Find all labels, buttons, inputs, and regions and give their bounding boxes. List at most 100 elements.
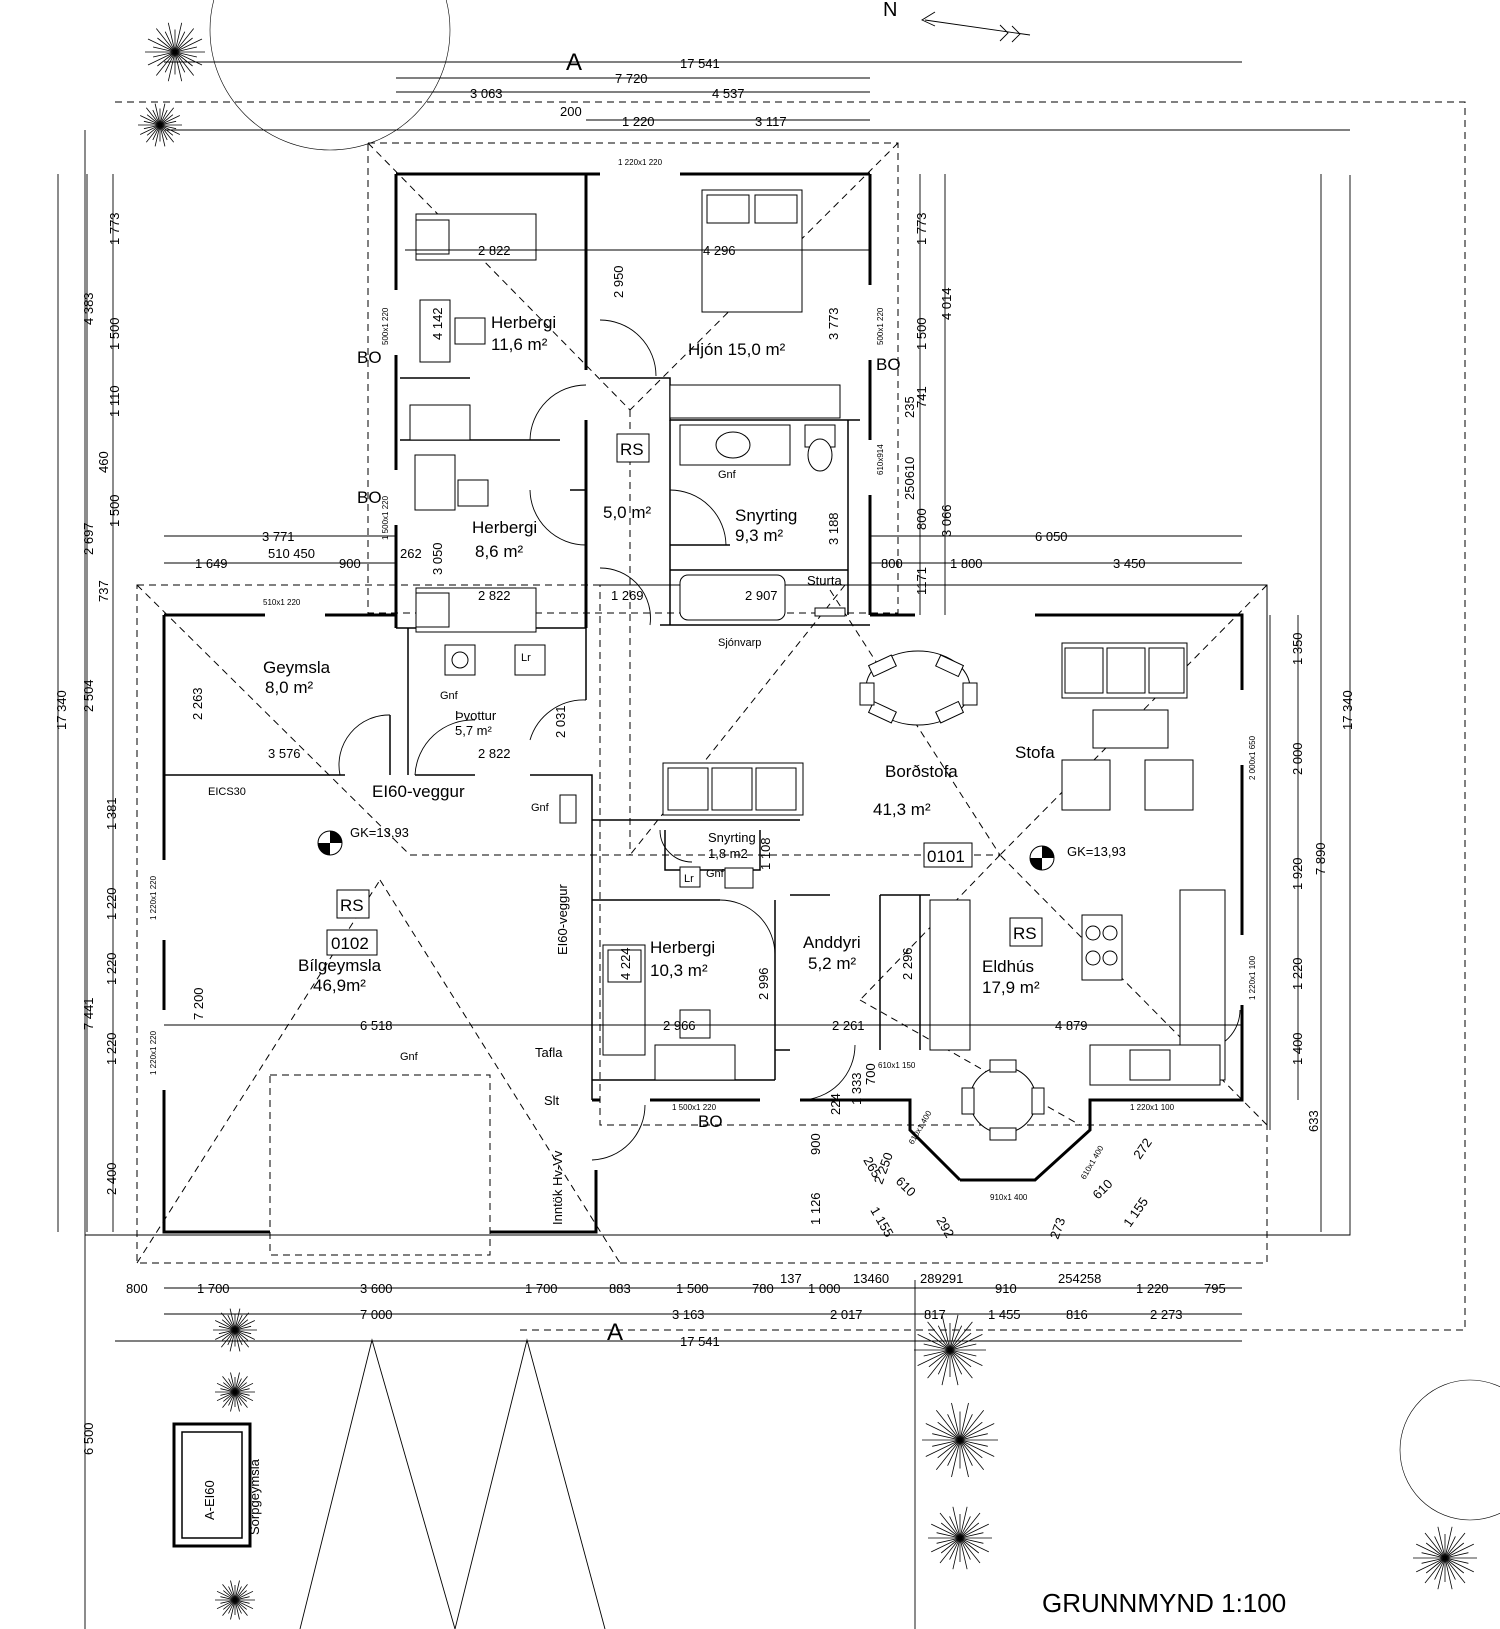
window-bay3: 610x1 400: [1079, 1144, 1106, 1181]
dim-right-235: 235: [902, 396, 917, 418]
room-hall: 5,0 m²: [603, 503, 652, 522]
room-thvottur-area: 5,7 m²: [455, 723, 493, 738]
dim-1155b: 1 155: [1120, 1194, 1151, 1229]
dimension-lines: [57, 61, 1322, 1342]
tree-icon: [922, 1402, 998, 1478]
dim-right-1400: 1 400: [1290, 1032, 1305, 1065]
dim-700: 700: [863, 1063, 878, 1085]
label-lr2: Lr: [684, 873, 694, 885]
window-top: 1 220x1 220: [618, 158, 663, 167]
room-herbergi2-name: Herbergi: [472, 518, 537, 537]
label-lr1: Lr: [521, 652, 531, 664]
dim-left-1381: 1 381: [104, 797, 119, 830]
label-a-ei60: A-EI60: [202, 1480, 217, 1520]
tree-icon: [215, 1580, 255, 1620]
room-snyrting2-name: Snyrting: [708, 830, 756, 845]
dim-3450: 3 450: [1113, 556, 1146, 571]
dim-bottom-r1-6: 780: [752, 1281, 774, 1296]
section-mark-top: A: [566, 49, 582, 76]
window-bay2: 910x1 400: [990, 1193, 1028, 1202]
bush-icon: [209, 0, 451, 151]
dim-4142: 4 142: [430, 307, 445, 340]
section-mark-bottom: A: [607, 1319, 623, 1346]
label-bo4: BO: [698, 1112, 723, 1131]
dim-right-800: 800: [914, 508, 929, 530]
dim-left-a: 4 383: [81, 292, 96, 325]
dim-right-1920: 1 920: [1290, 857, 1305, 890]
dim-1155a: 1 155: [867, 1204, 896, 1240]
tree-icon: [213, 1308, 257, 1352]
dim-wall-200: 200: [560, 104, 582, 119]
dim-610b: 610: [1090, 1176, 1116, 1202]
room-anddyri-area: 5,2 m²: [808, 954, 857, 973]
dim-2822a: 2 822: [478, 243, 511, 258]
room-sjonvarp: Sjónvarp: [718, 637, 761, 649]
north-label: N: [883, 0, 897, 21]
walls: [162, 172, 1244, 1234]
trees: [138, 0, 1500, 1620]
dim-273: 273: [1047, 1216, 1069, 1242]
dim-left-1500b: 1 500: [107, 494, 122, 527]
dim-bottom-r1-10: 289291: [920, 1271, 963, 1286]
furniture: [172, 189, 1226, 1548]
dim-900: 900: [339, 556, 361, 571]
site-boundary: [84, 101, 1466, 1629]
dim-bottom-r1-4: 883: [609, 1281, 631, 1296]
dim-2261: 2 261: [832, 1018, 865, 1033]
dim-right-total: 17 340: [1340, 690, 1355, 730]
window-left2: 1 500x1 220: [381, 495, 390, 540]
dim-right-3188: 3 188: [826, 512, 841, 545]
label-rs3: RS: [1013, 924, 1037, 943]
dim-right-4014: 4 014: [939, 287, 954, 320]
dim-1649: 1 649: [195, 556, 228, 571]
dim-3771: 3 771: [262, 529, 295, 544]
dim-bottom-overall: 17 541: [680, 1334, 720, 1349]
left-dimensions: 17 340 4 383 2 697 2 504 7 441 6 500 1 7…: [54, 212, 122, 1455]
dim-bottom-r1-5: 1 500: [676, 1281, 709, 1296]
dim-800: 800: [881, 556, 903, 571]
window-garage1: 1 220x1 220: [149, 875, 158, 920]
dim-bottom-r2-1: 3 163: [672, 1307, 705, 1322]
dim-2822b: 2 822: [478, 588, 511, 603]
dim-right-1773: 1 773: [914, 212, 929, 245]
dim-left-c: 2 504: [81, 679, 96, 712]
dim-4296: 4 296: [703, 243, 736, 258]
dim-1269: 1 269: [611, 588, 644, 603]
dim-4224: 4 224: [618, 947, 633, 980]
dim-2031: 2 031: [553, 705, 568, 738]
dim-right-3066: 3 066: [939, 504, 954, 537]
dim-6518: 6 518: [360, 1018, 393, 1033]
bush-icon: [1399, 1379, 1500, 1521]
dim-bottom-r2-6: 2 273: [1150, 1307, 1183, 1322]
room-sturta: Sturta: [807, 573, 842, 588]
tree-icon: [215, 1372, 255, 1412]
label-gnf4: Gnf: [706, 868, 725, 880]
right-dimensions: 17 340 1 773 4 014 3 773 1 500 741 235 2…: [826, 212, 1355, 1132]
dim-900v: 900: [808, 1133, 823, 1155]
dim-upper: 7 720: [615, 71, 648, 86]
room-bilgeymsla-area: 46,9m²: [313, 976, 366, 995]
dim-bottom-r1-0: 800: [126, 1281, 148, 1296]
window-and: 610x1 150: [878, 1061, 916, 1070]
tree-icon: [1413, 1526, 1477, 1590]
window-left1: 500x1 220: [381, 307, 390, 345]
dim-bottom-r2-5: 816: [1066, 1307, 1088, 1322]
label-tafla: Tafla: [535, 1045, 563, 1060]
dim-3050: 3 050: [430, 542, 445, 575]
label-gnf3: Gnf: [531, 802, 550, 814]
label-gnf5: Gnf: [400, 1051, 419, 1063]
dim-1108: 1 108: [758, 837, 773, 870]
annotations: BO BO BO BO RS RS RS GK=13,93 GK=13,93 E…: [202, 348, 1126, 1535]
north-arrow-icon: N: [883, 0, 1031, 43]
dim-2822c: 2 822: [478, 746, 511, 761]
dim-overall-top: 17 541: [680, 56, 720, 71]
plan-title: GRUNNMYND 1:100: [1042, 1588, 1286, 1618]
window-eldhus-b: 1 220x1 100: [1130, 1103, 1175, 1112]
tree-icon: [138, 103, 182, 147]
dim-2907: 2 907: [745, 588, 778, 603]
dim-left-d: 7 441: [81, 997, 96, 1030]
room-bilgeymsla-name: Bílgeymsla: [298, 956, 382, 975]
dim-right-1350: 1 350: [1290, 632, 1305, 665]
label-rs1: RS: [620, 440, 644, 459]
dim-right-1171: 1171: [914, 567, 929, 595]
